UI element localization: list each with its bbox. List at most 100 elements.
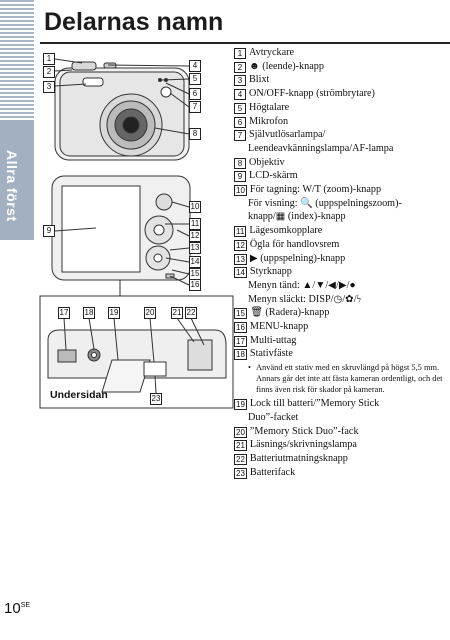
camera-back-view bbox=[51, 175, 191, 286]
item-number: 15 bbox=[234, 308, 247, 320]
callout-16: 16 bbox=[189, 279, 201, 291]
item-text: Lägesomkopplare bbox=[249, 225, 323, 237]
item-number: 21 bbox=[234, 440, 247, 452]
item-number: 1 bbox=[234, 48, 246, 59]
item-text: Objektiv bbox=[249, 156, 285, 168]
section-tab[interactable] bbox=[0, 120, 34, 240]
item-number: 13 bbox=[234, 253, 247, 265]
callout-14: 14 bbox=[189, 256, 201, 268]
item-number: 9 bbox=[234, 171, 246, 183]
list-item: 2☻ (leende)-knapp bbox=[234, 60, 444, 74]
item-number: 18 bbox=[234, 349, 247, 361]
item-number: 11 bbox=[234, 226, 247, 238]
callout-6: 6 bbox=[189, 88, 201, 100]
list-item: 13▶ (uppspelning)-knapp bbox=[234, 252, 444, 266]
item-number: 16 bbox=[234, 322, 247, 334]
callout-10: 10 bbox=[189, 201, 201, 213]
item-text: ON/OFF-knapp (strömbrytare) bbox=[249, 88, 375, 100]
item-text: Lock till batteri/”Memory Stick bbox=[249, 398, 380, 410]
callout-9: 9 bbox=[43, 225, 55, 237]
item-text: Läsnings/skrivningslampa bbox=[249, 439, 357, 451]
item-number: 5 bbox=[234, 102, 246, 114]
list-item: 15🗑 (Radera)-knapp bbox=[234, 306, 444, 320]
item-number: 17 bbox=[234, 335, 247, 347]
item-text: ▶ (uppspelning)-knapp bbox=[249, 252, 346, 264]
item-note: Använd ett stativ med en skruvlängd på h… bbox=[234, 362, 444, 395]
underside-label: Undersidan bbox=[50, 389, 108, 401]
item-text: Högtalare bbox=[249, 101, 290, 113]
item-number: 23 bbox=[234, 467, 247, 479]
item-number: 4 bbox=[234, 89, 246, 101]
item-number: 6 bbox=[234, 116, 246, 128]
camera-underside-view bbox=[47, 317, 227, 394]
callout-1: 1 bbox=[43, 53, 55, 65]
item-text: Stativfäste bbox=[249, 348, 293, 360]
item-subtext: Menyn släckt: DISP/◷/✿/ϟ bbox=[248, 293, 362, 305]
item-number: 2 bbox=[234, 61, 246, 73]
item-number: 3 bbox=[234, 75, 246, 87]
title-rule bbox=[40, 42, 450, 44]
sidebar-stripes bbox=[0, 0, 34, 120]
item-number: 12 bbox=[234, 239, 247, 251]
item-number: 20 bbox=[234, 426, 247, 438]
callout-17: 17 bbox=[58, 307, 70, 319]
callout-5: 5 bbox=[189, 73, 201, 85]
item-number: 22 bbox=[234, 453, 247, 465]
callout-2: 2 bbox=[43, 66, 55, 78]
item-subtext: Menyn tänd: ▲/▼/◀/▶/● bbox=[248, 279, 356, 291]
callout-12: 12 bbox=[189, 230, 201, 242]
item-subtext: Leendeavkänningslampa/AF-lampa bbox=[248, 142, 394, 154]
sidebar: Allra först bbox=[0, 0, 34, 640]
item-subtext: För visning: 🔍 (uppspelningszoom)- bbox=[248, 197, 402, 209]
callout-13: 13 bbox=[189, 242, 201, 254]
item-text: Avtryckare bbox=[249, 47, 295, 58]
item-text: För tagning: W/T (zoom)-knapp bbox=[249, 184, 382, 196]
item-number: 14 bbox=[234, 267, 247, 279]
callout-18: 18 bbox=[83, 307, 95, 319]
item-text: Ögla för handlovsrem bbox=[249, 238, 340, 250]
callout-4: 4 bbox=[189, 60, 201, 72]
section-tab-label: Allra först bbox=[4, 150, 20, 222]
item-subtext: knapp/▦ (index)-knapp bbox=[248, 211, 346, 223]
item-text: 🗑 (Radera)-knapp bbox=[249, 307, 330, 319]
callout-20: 20 bbox=[144, 307, 156, 319]
callout-11: 11 bbox=[189, 218, 201, 230]
item-subtext: Duo”-facket bbox=[248, 411, 299, 423]
item-number: 7 bbox=[234, 130, 246, 142]
callout-3: 3 bbox=[43, 81, 55, 93]
page-number: 10SE bbox=[4, 600, 30, 617]
callout-19: 19 bbox=[108, 307, 120, 319]
list-item: 20”Memory Stick Duo”-fack bbox=[234, 425, 444, 439]
callout-8: 8 bbox=[189, 128, 201, 140]
camera-front-view bbox=[54, 58, 190, 161]
item-number: 10 bbox=[234, 185, 247, 197]
callout-21: 21 bbox=[171, 307, 183, 319]
item-text: Blixt bbox=[249, 74, 270, 86]
item-text: ☻ (leende)-knapp bbox=[249, 60, 324, 72]
item-text: MENU-knapp bbox=[249, 321, 309, 333]
item-text: Mikrofon bbox=[249, 115, 289, 127]
item-number: 19 bbox=[234, 399, 247, 411]
item-number: 8 bbox=[234, 157, 246, 169]
item-text: ”Memory Stick Duo”-fack bbox=[249, 425, 359, 437]
camera-illustration bbox=[39, 58, 234, 409]
